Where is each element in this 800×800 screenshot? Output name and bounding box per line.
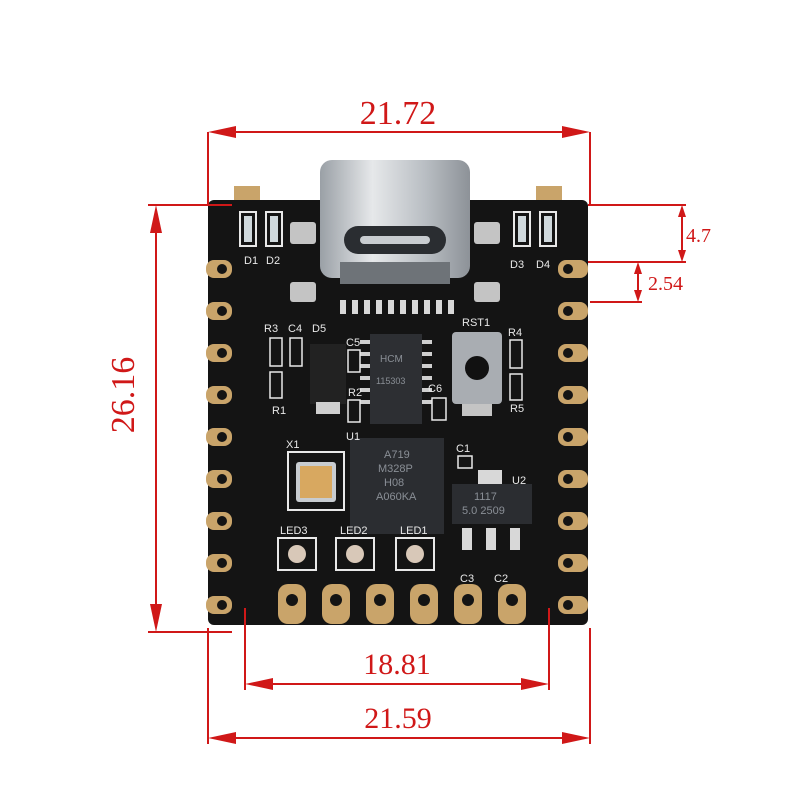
usb-c-connector <box>320 160 470 284</box>
bottom-leds <box>277 537 435 571</box>
usb-chip-marking-1: HCM <box>380 354 403 365</box>
voltage-regulator: 1117 5.0 2509 <box>452 470 532 550</box>
usb-mount-pads <box>290 222 500 302</box>
regulator-marking-2: 5.0 2509 <box>462 505 505 517</box>
top-left-leds <box>239 211 283 247</box>
label-c2: C2 <box>494 573 508 585</box>
mcu-marking-3: H08 <box>384 477 404 489</box>
label-c4: C4 <box>288 323 302 335</box>
label-d1: D1 <box>244 255 258 267</box>
dim-inner-width: 18.81 <box>363 648 431 681</box>
regulator-marking-1: 1117 <box>474 491 497 503</box>
reset-button <box>452 332 502 416</box>
crystal-oscillator <box>287 451 345 511</box>
mcu-marking-1: A719 <box>384 449 410 461</box>
dim-top-width: 21.72 <box>360 95 437 132</box>
dim-top-offset: 4.7 <box>686 225 711 247</box>
label-r3: R3 <box>264 323 278 335</box>
label-u1: U1 <box>346 431 360 443</box>
dimension-lines <box>148 126 686 744</box>
label-d3: D3 <box>510 259 524 271</box>
label-c3: C3 <box>460 573 474 585</box>
label-c6: C6 <box>428 383 442 395</box>
usb-chip-marking-2: 115303 <box>376 376 405 386</box>
label-r4: R4 <box>508 327 522 339</box>
label-r2: R2 <box>348 387 362 399</box>
top-right-leds <box>513 211 557 247</box>
top-right-header <box>536 186 562 200</box>
usb-serial-chip: HCM 115303 <box>360 334 432 424</box>
label-c5: C5 <box>346 337 360 349</box>
dim-height: 26.16 <box>105 357 142 434</box>
label-led3: LED3 <box>280 525 308 537</box>
label-u2: U2 <box>512 475 526 487</box>
label-r5: R5 <box>510 403 524 415</box>
label-r1: R1 <box>272 405 286 417</box>
usb-pins <box>340 300 454 314</box>
mcu-chip: A719 M328P H08 A060KA <box>350 438 444 534</box>
top-left-header <box>234 186 260 200</box>
dim-pin-pitch: 2.54 <box>648 273 683 295</box>
label-rst1: RST1 <box>462 317 490 329</box>
label-led1: LED1 <box>400 525 428 537</box>
dim-bottom-width: 21.59 <box>364 702 432 735</box>
label-d2: D2 <box>266 255 280 267</box>
label-d5: D5 <box>312 323 326 335</box>
label-d4: D4 <box>536 259 550 271</box>
diode-d5 <box>310 344 346 404</box>
passive-footprints <box>269 337 523 469</box>
mcu-marking-4: A060KA <box>376 491 417 503</box>
label-x1: X1 <box>286 439 299 451</box>
mcu-marking-2: M328P <box>378 463 413 475</box>
label-led2: LED2 <box>340 525 368 537</box>
label-c1: C1 <box>456 443 470 455</box>
